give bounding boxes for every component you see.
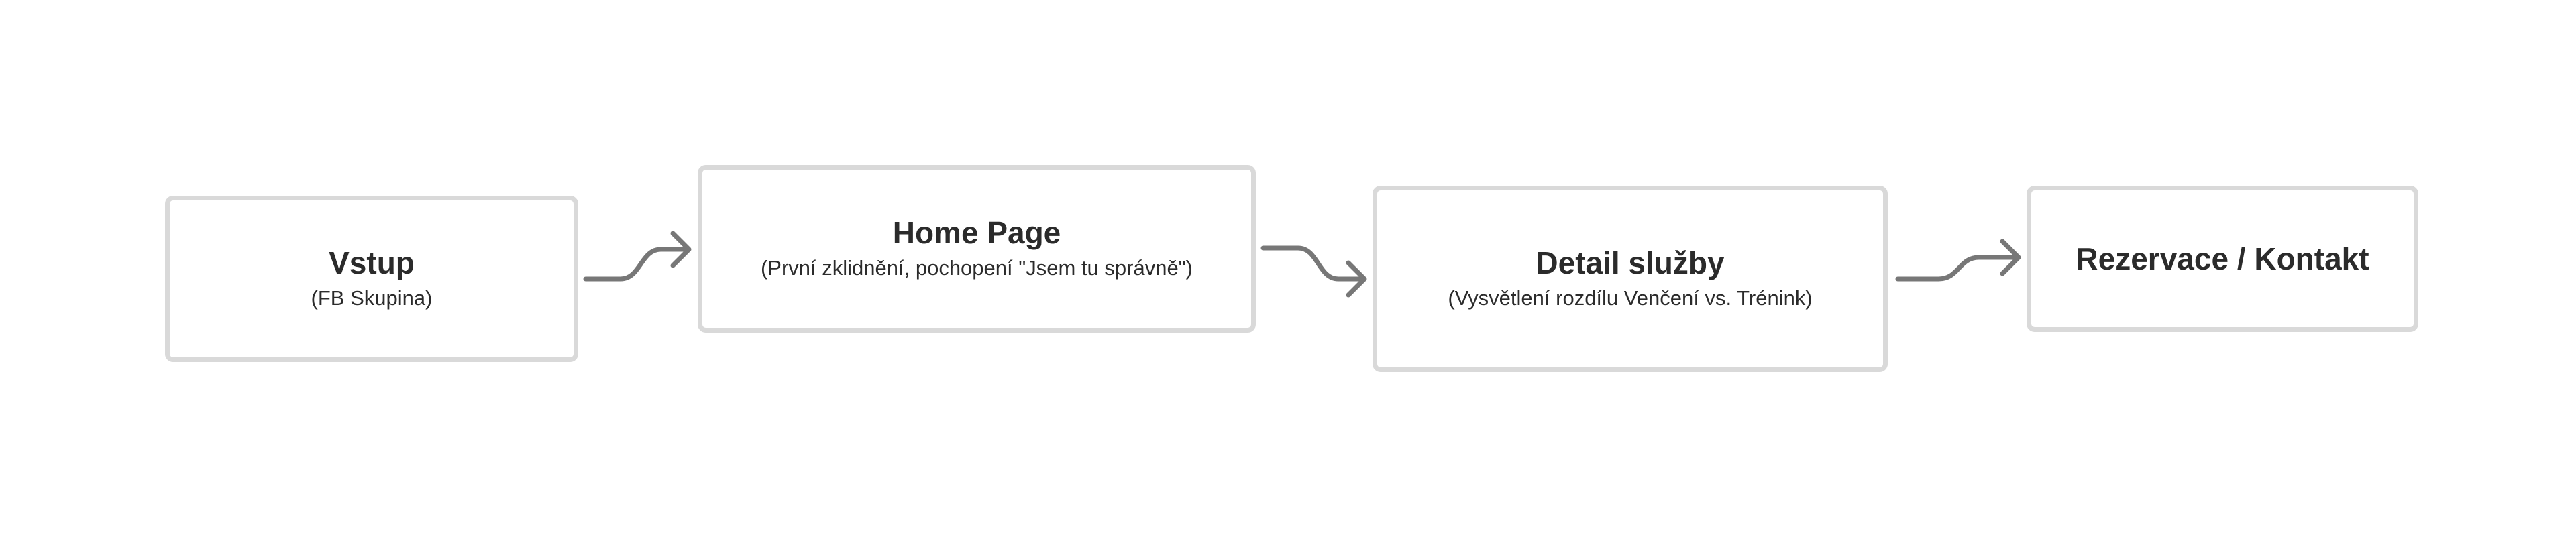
connector-vstup-to-home-page: [583, 231, 692, 282]
node-vstup: Vstup (FB Skupina): [165, 196, 578, 362]
connector-line: [1260, 245, 1366, 282]
node-title: Vstup: [329, 245, 415, 281]
node-title: Rezervace / Kontakt: [2076, 241, 2369, 276]
node-title: Detail služby: [1536, 245, 1725, 281]
arrow-right-icon: [2000, 239, 2021, 276]
connector-home-page-to-detail-sluzby: [1260, 245, 1367, 298]
node-detail-sluzby: Detail služby (Vysvětlení rozdílu Venčen…: [1373, 186, 1888, 372]
node-home-page: Home Page (První zklidnění, pochopení "J…: [698, 165, 1256, 333]
arrow-right-icon: [1346, 260, 1367, 298]
node-subtitle: (Vysvětlení rozdílu Venčení vs. Trénink): [1448, 286, 1813, 310]
node-subtitle: (První zklidnění, pochopení "Jsem tu spr…: [760, 256, 1193, 280]
connector-detail-sluzby-to-rezervace-kontakt: [1895, 239, 2021, 282]
connector-line: [583, 247, 690, 282]
node-subtitle: (FB Skupina): [311, 286, 433, 310]
connector-line: [1895, 255, 2020, 282]
node-rezervace-kontakt: Rezervace / Kontakt: [2027, 186, 2418, 332]
arrow-right-icon: [670, 231, 692, 268]
node-title: Home Page: [892, 215, 1061, 251]
